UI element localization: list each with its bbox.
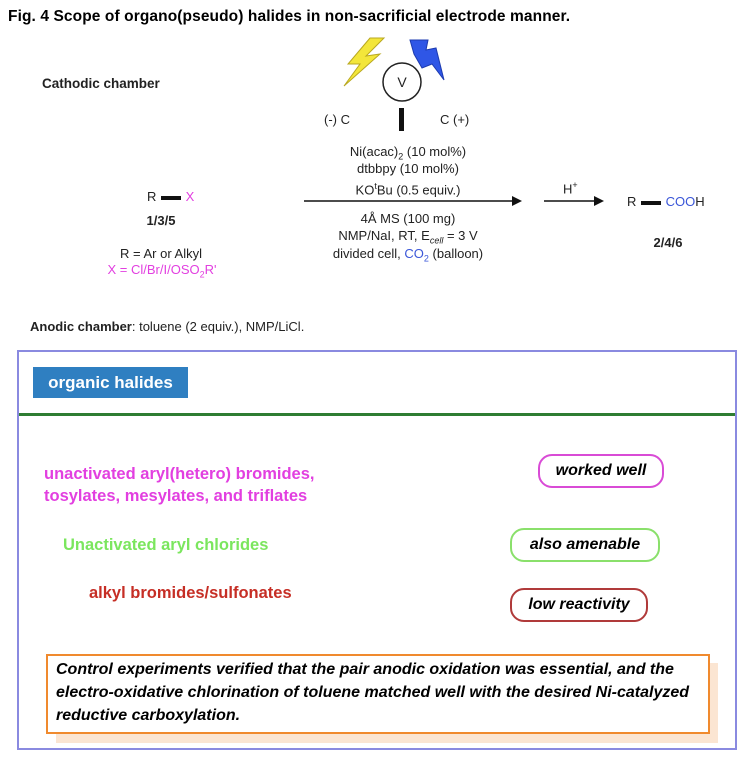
anodic-chamber-note: Anodic chamber: toluene (2 equiv.), NMP/… bbox=[30, 319, 305, 334]
product-formula: R COOH bbox=[627, 194, 705, 209]
voltmeter-icon bbox=[382, 62, 422, 131]
row2-substrates: Unactivated aryl chlorides bbox=[63, 536, 269, 554]
panel-header: organic halides bbox=[33, 367, 188, 398]
reaction-arrow bbox=[304, 196, 522, 206]
reactant-formula: R X bbox=[147, 189, 195, 204]
condition-electrolyte: NMP/NaI, RT, Ecell = 3 V bbox=[338, 228, 478, 246]
lightning-bolts bbox=[343, 37, 445, 87]
reactant-id: 1/3/5 bbox=[146, 213, 176, 228]
scope-panel bbox=[17, 350, 737, 750]
electrode-positive: C (+) bbox=[440, 112, 470, 127]
blue-lightning-bolt-icon bbox=[409, 39, 445, 81]
electrode-icon bbox=[399, 108, 404, 131]
condition-sieves: 4Å MS (100 mg) bbox=[360, 211, 456, 226]
single-bond-icon bbox=[161, 195, 182, 200]
panel-divider bbox=[19, 413, 735, 416]
r-definition: R = Ar or Alkyl bbox=[120, 246, 202, 261]
yellow-lightning-bolt-icon bbox=[343, 37, 386, 87]
x-definition: X = Cl/Br/I/OSO2R' bbox=[107, 262, 217, 280]
row3-tag: low reactivity bbox=[510, 588, 648, 622]
condition-base: KOtBu (0.5 equiv.) bbox=[355, 181, 461, 198]
control-experiment-note: Control experiments verified that the pa… bbox=[46, 654, 710, 734]
voltmeter-label: V bbox=[397, 74, 407, 90]
single-bond-icon bbox=[641, 200, 662, 205]
cathodic-chamber-label: Cathodic chamber bbox=[42, 76, 160, 91]
condition-catalyst: Ni(acac)2 (10 mol%) bbox=[349, 144, 467, 162]
condition-ligand: dtbbpy (10 mol%) bbox=[357, 161, 459, 176]
condition-cell: divided cell, CO2 (balloon) bbox=[332, 246, 484, 264]
row1-substrates: unactivated aryl(hetero) bromides, tosyl… bbox=[44, 465, 315, 505]
figure-title: Fig. 4 Scope of organo(pseudo) halides i… bbox=[8, 8, 571, 25]
electrode-negative: (-) C bbox=[324, 112, 350, 127]
acid-workup: H+ bbox=[563, 180, 578, 197]
product-id: 2/4/6 bbox=[653, 235, 683, 250]
workup-arrow bbox=[544, 196, 604, 206]
row3-substrates: alkyl bromides/sulfonates bbox=[89, 584, 292, 602]
row2-tag: also amenable bbox=[510, 528, 660, 562]
row1-tag: worked well bbox=[538, 454, 664, 488]
